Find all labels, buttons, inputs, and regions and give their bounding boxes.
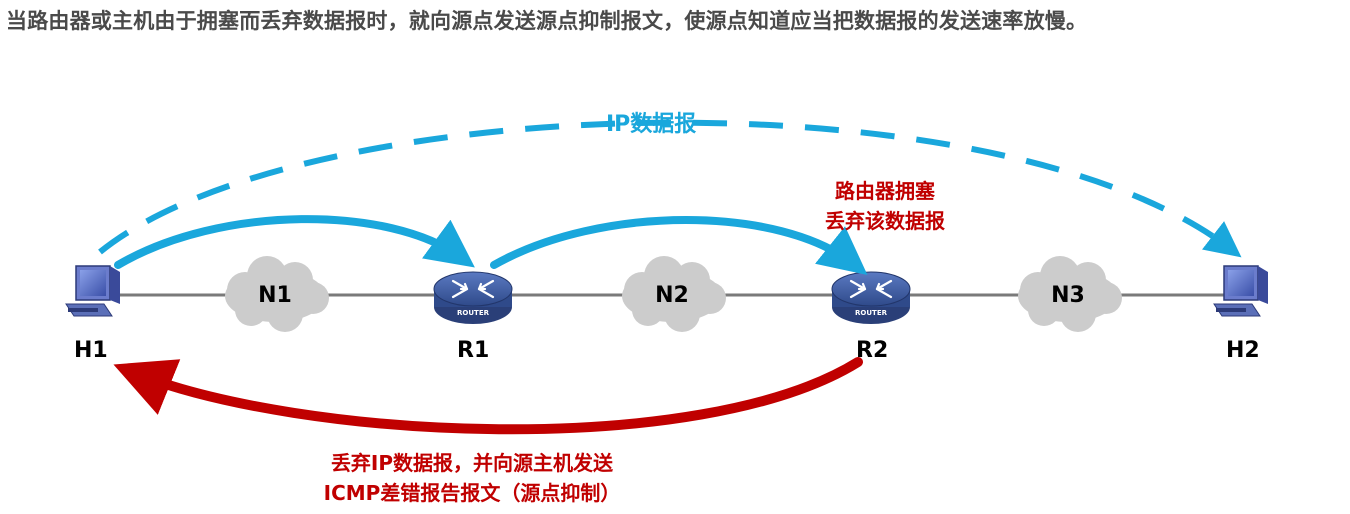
host-label-h1: H1 <box>74 338 108 363</box>
icmp-line-2: ICMP差错报告报文（源点抑制） <box>323 481 621 505</box>
forward-arrow-h1-r1 <box>114 215 475 269</box>
icmp-return-arrow <box>113 357 863 435</box>
congestion-label: 路由器拥塞 丢弃该数据报 <box>790 176 980 236</box>
network-label-n3: N3 <box>1051 283 1085 308</box>
headline: 当路由器或主机由于拥塞而丢弃数据报时，就向源点发送源点抑制报文，使源点知道应当把… <box>6 9 1088 33</box>
ip-datagram-label: IP数据报 <box>606 112 697 137</box>
router-icon-r1: ROUTER <box>433 271 513 324</box>
computer-icon-h1 <box>65 265 120 317</box>
ip-datagram-arrow <box>98 119 1242 258</box>
router-label-r1: R1 <box>457 338 490 363</box>
computer-icon-h2 <box>1213 265 1268 317</box>
cloud-n1 <box>225 256 329 332</box>
forward-arrow-r1-r2 <box>490 216 868 275</box>
cloud-n2 <box>622 256 726 332</box>
network-label-n2: N2 <box>655 283 689 308</box>
network-label-n1: N1 <box>258 283 292 308</box>
congestion-line-1: 路由器拥塞 <box>835 179 935 203</box>
icmp-label: 丢弃IP数据报，并向源主机发送 ICMP差错报告报文（源点抑制） <box>262 448 682 508</box>
host-label-h2: H2 <box>1226 338 1260 363</box>
icmp-line-1: 丢弃IP数据报，并向源主机发送 <box>330 451 614 475</box>
router-badge-r2: ROUTER <box>855 309 888 317</box>
cloud-n3 <box>1018 256 1122 332</box>
router-badge-r1: ROUTER <box>457 309 490 317</box>
router-icon-r2: ROUTER <box>831 271 911 324</box>
congestion-line-2: 丢弃该数据报 <box>825 209 945 233</box>
router-label-r2: R2 <box>856 338 889 363</box>
